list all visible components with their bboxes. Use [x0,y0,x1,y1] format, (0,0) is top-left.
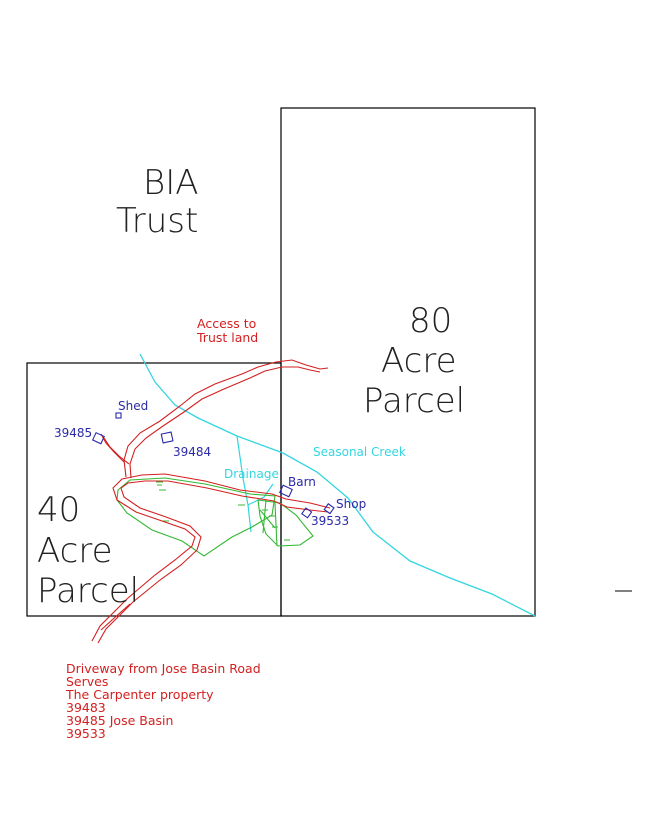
structure-39484 [160,431,174,444]
drainage-label: Drainage [224,467,279,481]
southwest-driveway [100,603,131,631]
seasonal-creek-label: Seasonal Creek [313,445,406,459]
structure-39485 [91,431,105,445]
large-field-outline [116,477,276,557]
parcel-80-acre-boundary [280,107,536,617]
note-line: Driveway from Jose Basin Road [66,661,261,676]
driveway-outer-west [91,473,331,642]
note-line: 39485 Jose Basin [66,713,173,728]
barn-label: Barn [288,475,316,489]
driveway-outer-east [97,480,329,644]
address-39485-label: 39485 [54,426,92,440]
parcel-80-acre-label: Acre [381,341,457,381]
parcel-40-acre-label: Acre [37,531,113,571]
seasonal-creek-line [139,353,536,617]
address-39484-label: 39484 [173,445,211,459]
access-to-trust-label: Access to [197,316,256,331]
field-divider [274,502,278,547]
north-spur-outer [123,359,329,478]
field-divider [262,499,267,534]
note-line: 39483 [66,700,106,715]
driveway-roads [91,359,331,644]
note-line: The Carpenter property [65,687,214,702]
structure-39533 [301,507,313,519]
access-to-trust-label: Trust land [196,330,258,345]
driveway-note: Driveway from Jose Basin Road Serves The… [65,661,261,741]
north-spur-inner [129,366,321,479]
shop-structure [323,503,335,515]
note-line: 39533 [66,726,106,741]
drainage-line [236,435,252,533]
bia-trust-label: Trust [116,201,198,241]
shop-label: Shop [336,497,366,511]
bia-trust-label: BIA [143,163,199,203]
parcel-80-acre-label: Parcel [363,381,465,421]
parcel-40-acre-label: Parcel [37,571,139,611]
shed-structure [115,412,122,419]
west-spur-inner [103,437,130,465]
note-line: Serves [66,674,108,689]
structures [91,412,335,519]
field-divider [259,509,276,529]
east-field-outline [257,499,314,547]
field-outlines [116,477,314,557]
barn-structure [279,484,293,498]
drainage-line-branch [247,483,274,506]
address-39533-label: 39533 [311,514,349,528]
parcel-40-acre-label: 40 [37,490,80,530]
shed-label: Shed [118,399,148,413]
field-markers [156,481,290,541]
parcel-80-acre-label: 80 [409,301,452,341]
